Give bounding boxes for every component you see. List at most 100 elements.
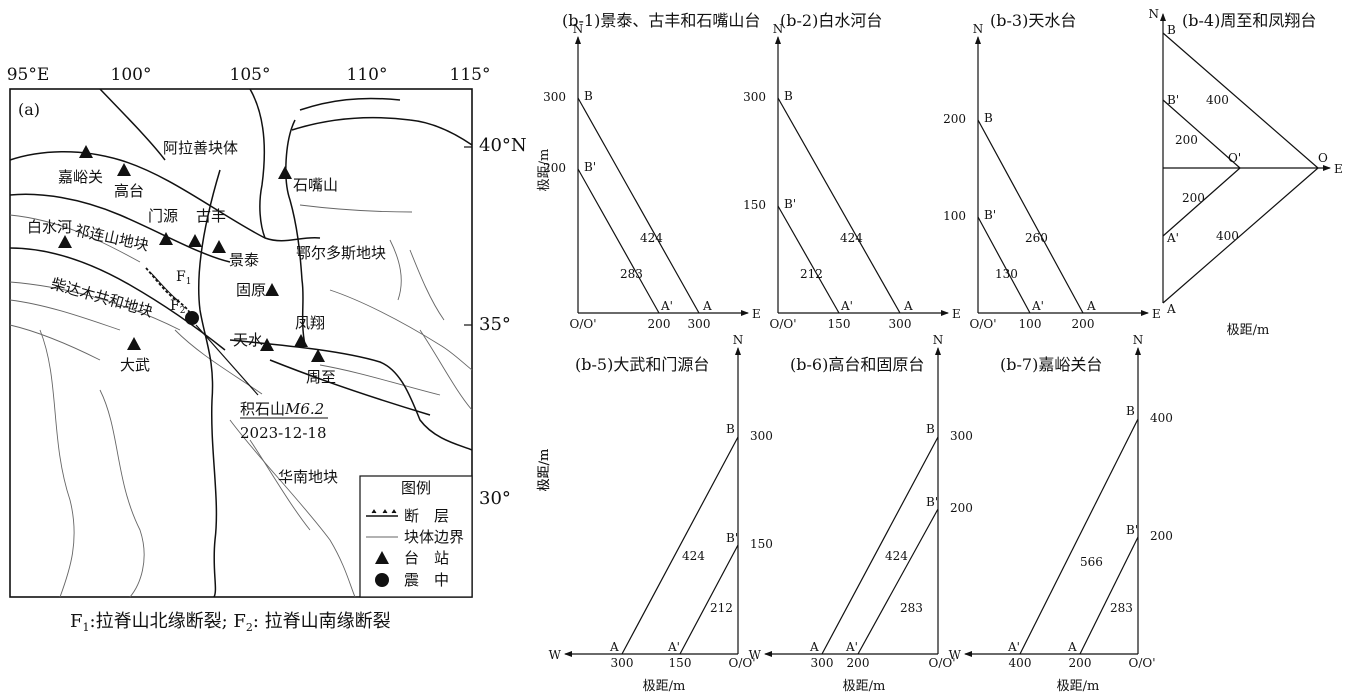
tick-label: 200 xyxy=(543,161,566,175)
tick-label: 300 xyxy=(743,90,766,104)
station-marker xyxy=(117,163,131,176)
point-label: A xyxy=(1086,299,1096,313)
fault-label: F2 xyxy=(170,298,185,316)
line-length-label: 424 xyxy=(840,231,863,245)
axis-north-label: N xyxy=(773,22,784,36)
tick-label: 150 xyxy=(743,198,766,212)
point-label: A xyxy=(609,640,619,654)
origin-label: O/O' xyxy=(928,656,955,670)
length-line xyxy=(577,168,660,314)
station-label: 古丰 xyxy=(196,207,226,225)
tick-label: 150 xyxy=(828,317,851,331)
station-label: 景泰 xyxy=(229,251,259,269)
lat-label: 35° xyxy=(479,314,511,335)
axis-label: 极距/m xyxy=(537,149,552,192)
station-label: 白水河 xyxy=(27,218,72,236)
line-length-label: 424 xyxy=(682,549,705,563)
line-length-label: 566 xyxy=(1080,555,1103,569)
station-marker xyxy=(265,283,279,296)
stations xyxy=(58,145,325,362)
point-label: A' xyxy=(1007,640,1020,654)
length-line xyxy=(1019,418,1139,655)
station-marker xyxy=(311,349,325,362)
region-label: 鄂尔多斯地块 xyxy=(296,244,386,262)
point-label: B' xyxy=(726,531,738,545)
tick-label: 200 xyxy=(950,501,973,515)
point-label: B' xyxy=(1167,93,1179,107)
line-length-label: 200 xyxy=(1175,133,1198,147)
diagram-title: (b-2)白水河台 xyxy=(780,11,882,30)
legend-label: 台 站 xyxy=(404,549,449,567)
axis-label: 极距/m xyxy=(1057,679,1100,694)
region-label: 柴达木共和地块 xyxy=(49,275,155,321)
point-label: B xyxy=(584,89,593,103)
length-line xyxy=(821,436,939,655)
origin-label: O/O' xyxy=(728,656,755,670)
map-frame xyxy=(9,88,473,598)
length-line xyxy=(857,508,939,655)
axis-east-label: E xyxy=(1152,307,1161,321)
axis-north-label: N xyxy=(1149,7,1160,21)
lon-label: 100° xyxy=(111,65,152,85)
station-label: 大武 xyxy=(120,356,150,374)
point-label: B xyxy=(784,89,793,103)
line-length-label: 260 xyxy=(1025,231,1048,245)
legend-label: 断 层 xyxy=(404,507,449,525)
length-line xyxy=(679,544,739,655)
tick-label: 300 xyxy=(811,656,834,670)
station-marker xyxy=(159,232,173,245)
point-label: A' xyxy=(1166,231,1179,245)
length-line xyxy=(777,97,901,314)
earthquake-date: 2023-12-18 xyxy=(240,424,326,442)
tick-label: 200 xyxy=(1069,656,1092,670)
station-label: 固原 xyxy=(236,281,266,299)
station-marker xyxy=(58,235,72,248)
length-line xyxy=(977,216,1031,314)
point-label: B' xyxy=(1126,523,1138,537)
tick-label: 100 xyxy=(1019,317,1042,331)
axis-label: 极距/m xyxy=(537,449,552,492)
axis-north-label: N xyxy=(573,22,584,36)
diagram-title: (b-1)景泰、古丰和石嘴山台 xyxy=(562,11,760,30)
lat-label: 30° xyxy=(479,488,511,509)
station-labels: 嘉峪关 高台 白水河 门源 古丰 景泰 石嘴山 固原 天水 凤翔 周至 大武 xyxy=(27,168,338,386)
station-label: 嘉峪关 xyxy=(58,168,103,186)
point-label: A' xyxy=(660,299,673,313)
line-length-label: 200 xyxy=(1182,191,1205,205)
tick-label: 300 xyxy=(688,317,711,331)
region-label: 祁连山地块 xyxy=(73,221,150,254)
map-panel-label: (a) xyxy=(18,100,40,119)
tick-label: 200 xyxy=(847,656,870,670)
station-label: 石嘴山 xyxy=(293,176,338,194)
length-line xyxy=(1079,536,1139,655)
point-label: A xyxy=(702,299,712,313)
length-line xyxy=(621,436,739,655)
point-label: O xyxy=(1318,151,1328,165)
tick-label: 200 xyxy=(1150,529,1173,543)
length-line xyxy=(977,119,1084,314)
tick-label: 300 xyxy=(543,90,566,104)
axis-label: 极距/m xyxy=(1227,323,1270,338)
station-marker xyxy=(188,234,202,247)
tick-label: 300 xyxy=(750,429,773,443)
axis-east-label: E xyxy=(1334,162,1343,176)
line-length-label: 424 xyxy=(885,549,908,563)
region-label: 阿拉善块体 xyxy=(163,139,238,157)
map-legend: 图例 断 层 块体边界 台 站 震 中 xyxy=(359,475,473,598)
axis-west-label: W xyxy=(949,648,962,662)
tick-label: 200 xyxy=(1072,317,1095,331)
line-length-label: 424 xyxy=(640,231,663,245)
point-label: A' xyxy=(667,640,680,654)
length-line xyxy=(777,205,840,314)
station-marker xyxy=(260,338,274,351)
point-label: A' xyxy=(845,640,858,654)
map-panel: 95°E 100° 105° 110° 115° 40°N 35° 30° (a… xyxy=(7,65,527,634)
axis-north-label: N xyxy=(933,333,944,347)
length-line xyxy=(1162,167,1241,237)
